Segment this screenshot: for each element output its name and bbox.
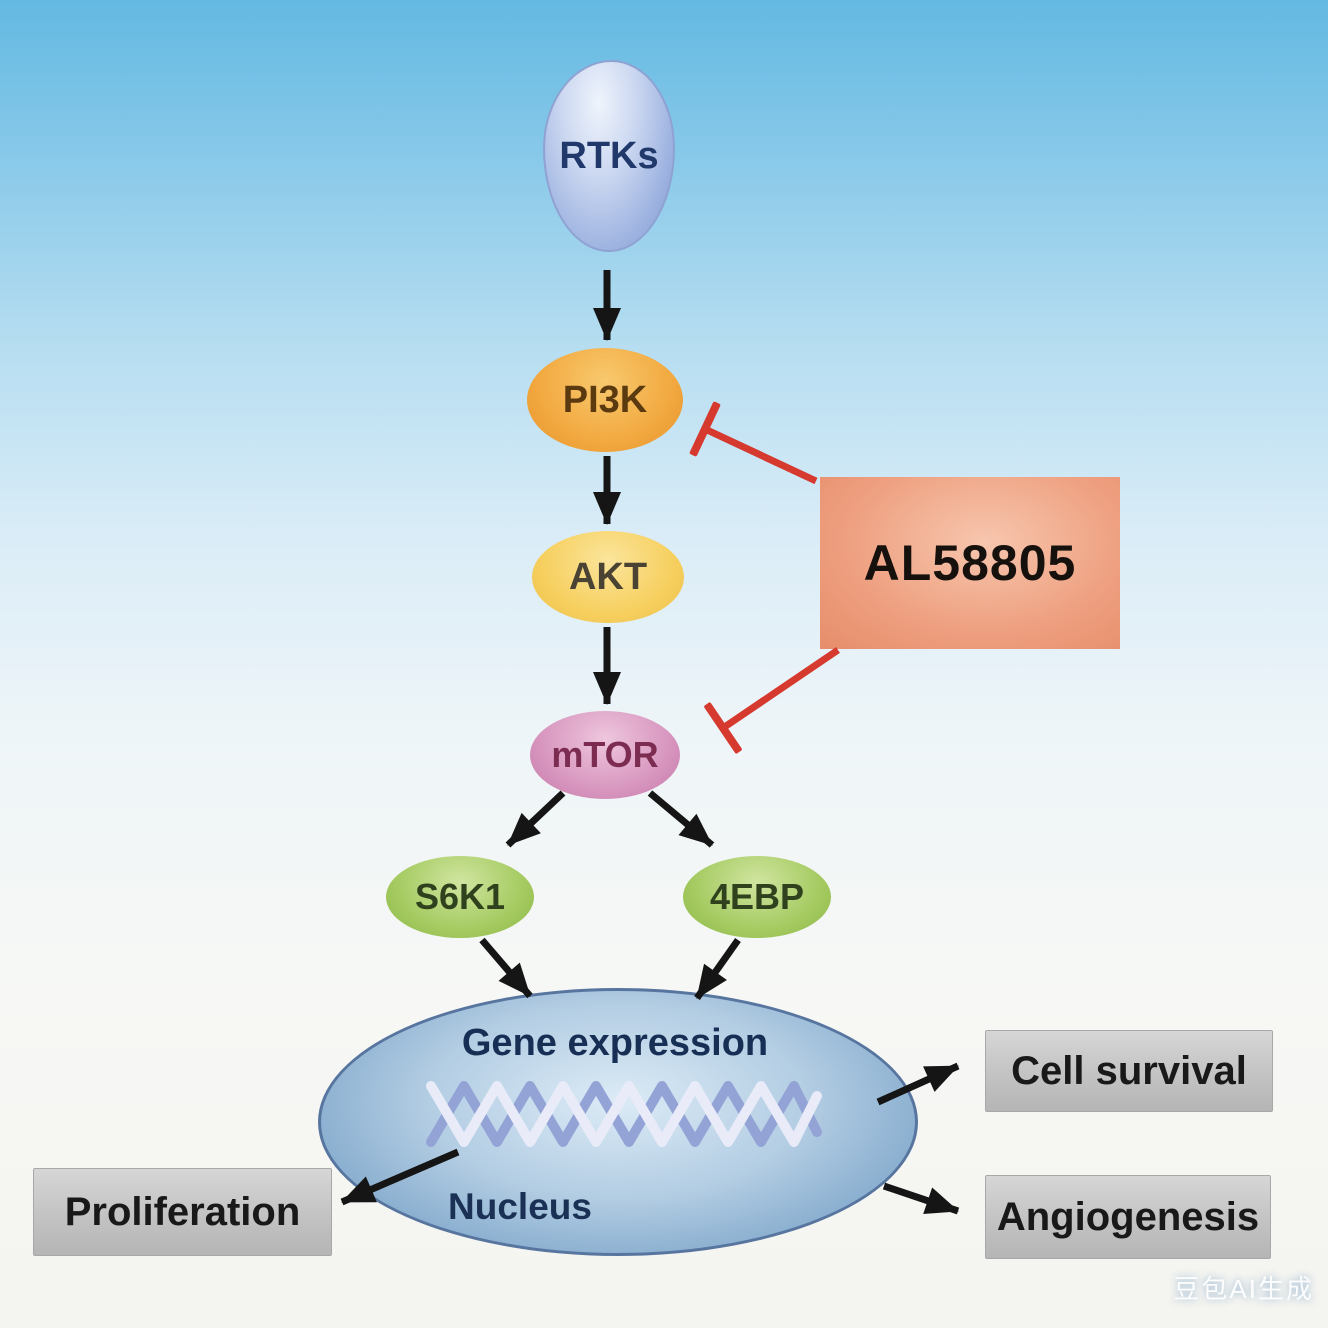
- watermark: 豆包AI生成: [1173, 1274, 1314, 1304]
- dna-helix-icon: [426, 1081, 822, 1147]
- node-pi3k-label: PI3K: [562, 378, 648, 421]
- nucleus-label: Nucleus: [448, 1186, 592, 1227]
- dna-strand-back: [426, 1081, 822, 1147]
- inhibition-line-mtor: [704, 647, 840, 754]
- node-4ebp: 4EBP: [683, 856, 831, 938]
- node-s6k1-label: S6K1: [414, 876, 506, 917]
- inhibition-line-pi3k: [689, 401, 818, 485]
- dna-strand-front: [426, 1081, 822, 1147]
- output-box-proliferation: Proliferation: [33, 1168, 332, 1256]
- arrow-mtor-s6k1: [505, 790, 566, 848]
- node-rtks-label: RTKs: [559, 134, 659, 177]
- arrow-mtor-4ebp: [647, 790, 715, 848]
- arrow-4ebp-nucleus: [694, 937, 741, 1001]
- node-akt: AKT: [532, 531, 684, 623]
- node-pi3k: PI3K: [527, 348, 683, 452]
- node-rtks: RTKs: [543, 60, 675, 252]
- node-4ebp-label: 4EBP: [709, 876, 805, 917]
- inhibitor-label: AL58805: [863, 535, 1077, 591]
- arrow-s6k1-nucleus: [479, 937, 533, 999]
- cell-survival-label: Cell survival: [1011, 1048, 1247, 1093]
- output-box-angiogenesis: Angiogenesis: [985, 1175, 1271, 1259]
- node-s6k1: S6K1: [386, 856, 534, 938]
- inhibitor-box: AL58805: [820, 477, 1120, 649]
- proliferation-label: Proliferation: [64, 1189, 301, 1234]
- gene-expression-label: Gene expression: [461, 1022, 769, 1064]
- node-mtor: mTOR: [530, 711, 680, 799]
- node-akt-label: AKT: [568, 555, 648, 598]
- arrow-nucleus-angiogenesis: [882, 1182, 960, 1215]
- output-box-cell-survival: Cell survival: [985, 1030, 1273, 1112]
- node-mtor-label: mTOR: [551, 734, 659, 775]
- angiogenesis-label: Angiogenesis: [996, 1194, 1260, 1239]
